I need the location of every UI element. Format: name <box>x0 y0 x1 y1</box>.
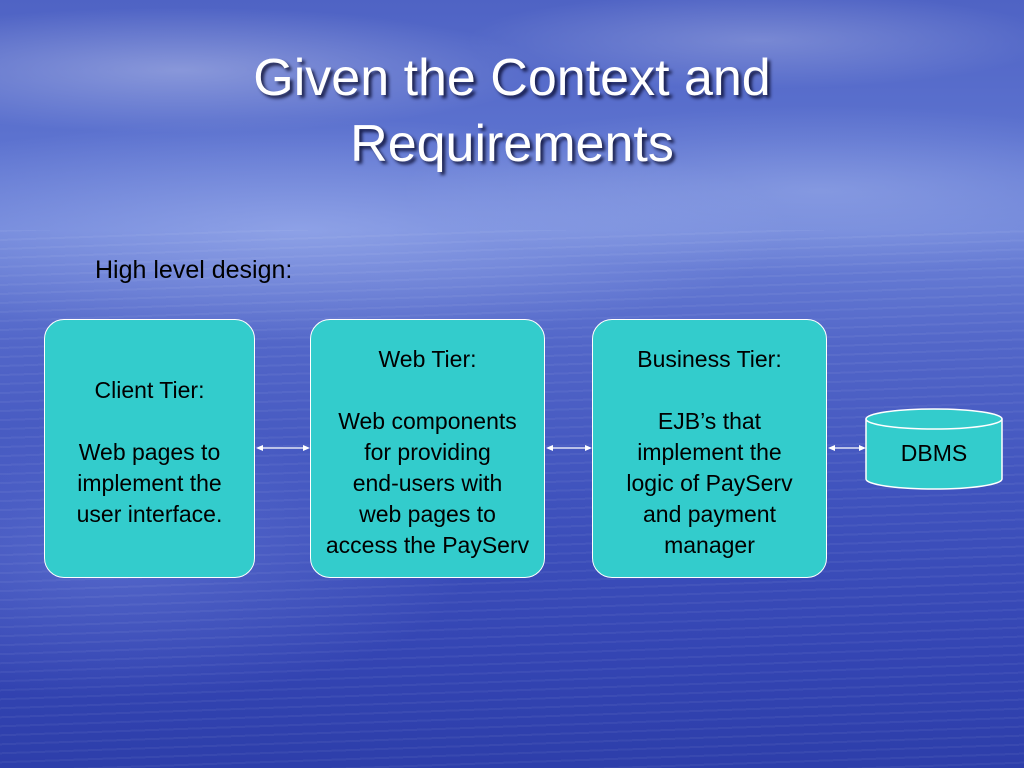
business-tier-box: Business Tier: EJB’s that implement the … <box>592 319 827 578</box>
web-tier-heading: Web Tier: <box>378 346 477 372</box>
section-subtitle: High level design: <box>95 256 293 284</box>
slide-title-line-1: Given the Context and <box>253 49 771 107</box>
slide-title: Given the Context and Requirements <box>0 45 1024 177</box>
web-tier-box: Web Tier: Web components for providing e… <box>310 319 545 578</box>
business-dbms-connector-arrow <box>828 445 866 451</box>
web-tier-description: Web components for providing end-users w… <box>325 408 530 558</box>
client-web-connector-arrow <box>256 445 310 451</box>
dbms-cylinder: DBMS <box>864 408 1004 490</box>
client-tier-box: Client Tier: Web pages to implement the … <box>44 319 255 578</box>
client-tier-heading: Client Tier: <box>94 377 205 403</box>
slide-title-line-2: Requirements <box>350 115 674 173</box>
business-tier-description: EJB’s that implement the logic of PaySer… <box>626 408 793 558</box>
client-tier-description: Web pages to implement the user interfac… <box>76 439 223 527</box>
dbms-label: DBMS <box>900 440 968 466</box>
database-icon <box>865 408 1003 490</box>
business-tier-heading: Business Tier: <box>637 346 782 372</box>
web-business-connector-arrow <box>546 445 592 451</box>
